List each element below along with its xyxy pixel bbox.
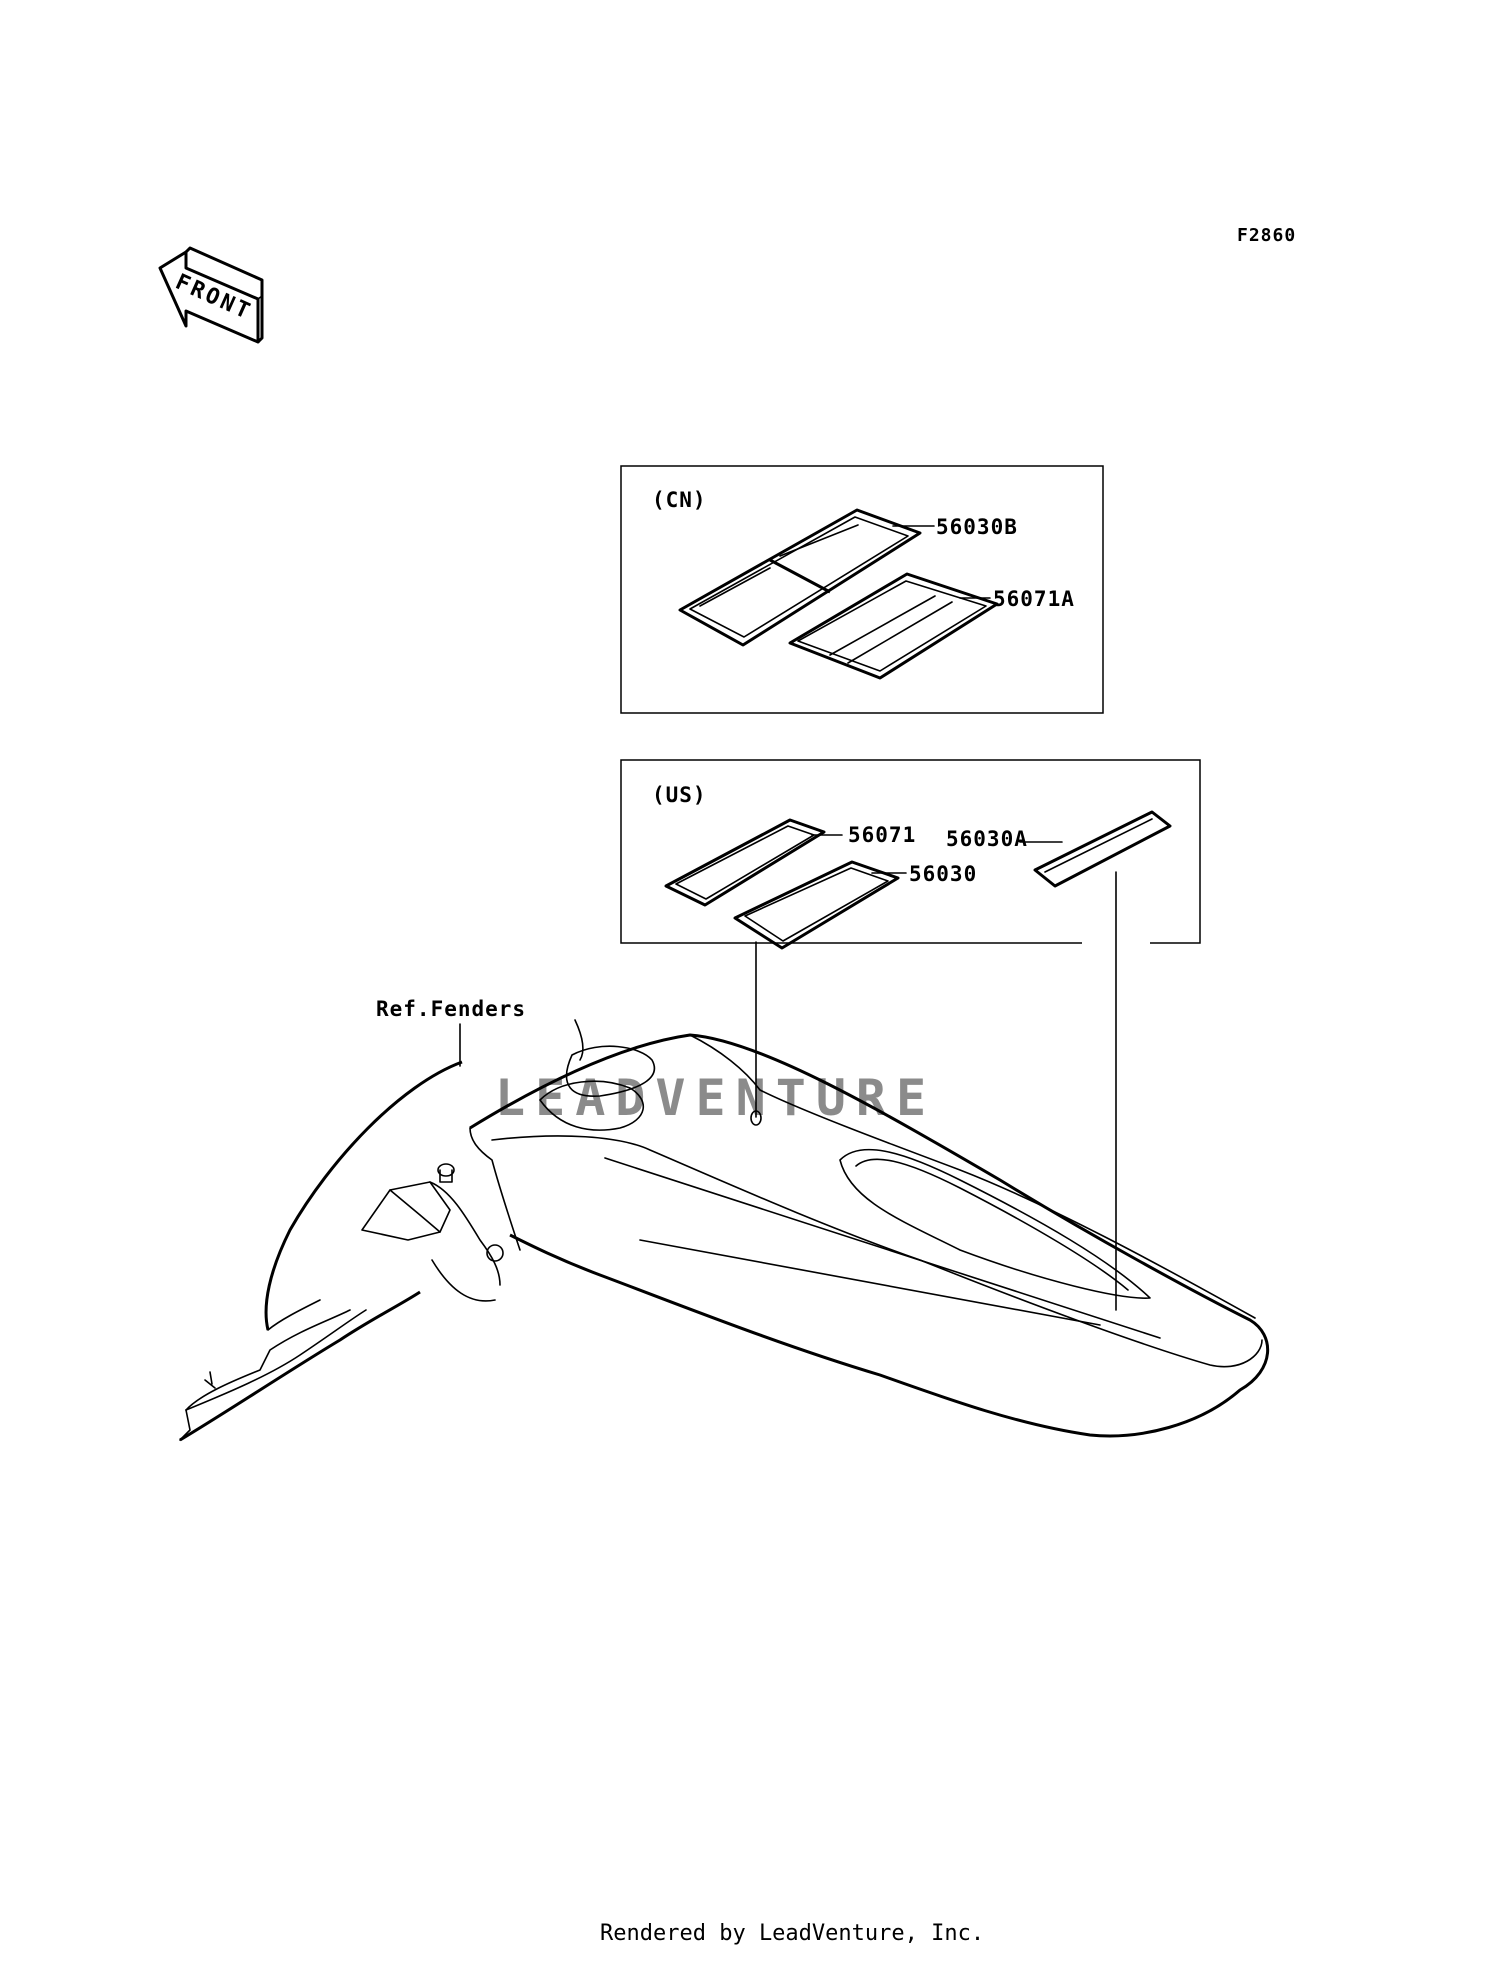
- part-number-56030a: 56030A: [946, 827, 1028, 851]
- part-number-56071: 56071: [848, 823, 916, 847]
- us-group: (US) 56071 56030 56030A: [620, 759, 1201, 1311]
- watermark: LEADVENTURE: [495, 1069, 936, 1127]
- front-arrow-icon: FRONT: [158, 246, 264, 344]
- decal-56030b: [678, 508, 922, 647]
- cn-box: [620, 465, 1104, 714]
- footer-credit: Rendered by LeadVenture, Inc.: [600, 1921, 984, 1946]
- fender-drawing: [179, 1019, 1270, 1442]
- decal-56071a: [788, 572, 999, 680]
- part-number-56030: 56030: [909, 862, 977, 886]
- us-region-label: (US): [652, 783, 707, 807]
- decal-56030a: [1033, 810, 1172, 888]
- decal-56071: [664, 818, 826, 907]
- part-number-56071a: 56071A: [993, 587, 1075, 611]
- cn-region-label: (CN): [652, 488, 707, 512]
- part-number-56030b: 56030B: [936, 515, 1018, 539]
- fender-marker: [750, 1110, 762, 1126]
- reference-fenders-label: Ref.Fenders: [376, 997, 526, 1021]
- decal-56030: [733, 860, 900, 950]
- cn-group: (CN) 56030B 56071A: [620, 465, 1104, 714]
- figure-id: F2860: [1237, 225, 1296, 246]
- us-box: [620, 759, 1201, 944]
